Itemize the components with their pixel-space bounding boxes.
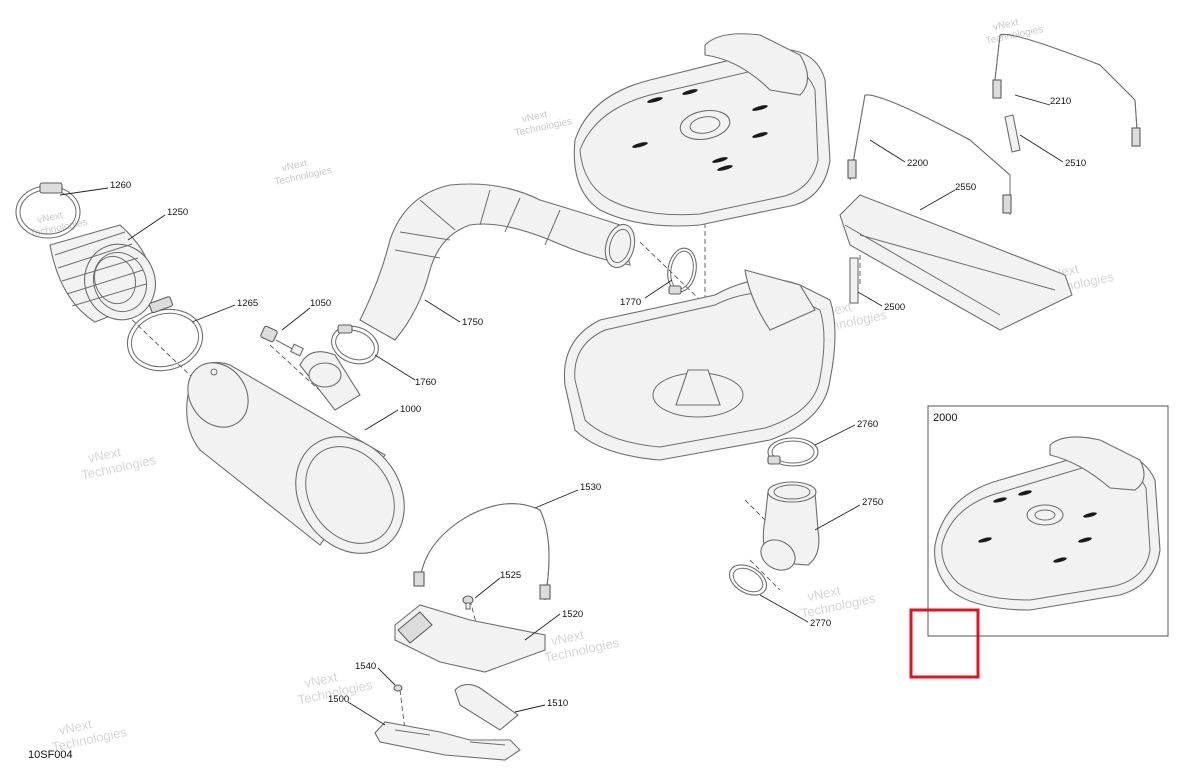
lid-vent-slots — [632, 89, 768, 171]
sensor-1050[interactable] — [260, 325, 304, 357]
callout-2510[interactable]: 2510 — [1065, 158, 1086, 169]
elbow-2750[interactable] — [755, 481, 820, 576]
inset-vent-slots — [978, 490, 1097, 563]
callout-1530[interactable]: 1530 — [580, 482, 601, 493]
exhaust-pipe-1750[interactable] — [359, 183, 639, 341]
callout-1525[interactable]: 1525 — [500, 570, 521, 581]
heat-shield-2550[interactable] — [839, 194, 1073, 331]
watermark-3: vNext — [521, 109, 549, 125]
watermark-13: vNext — [806, 583, 842, 605]
callout-1520[interactable]: 1520 — [562, 609, 583, 620]
clamp-1260[interactable] — [15, 182, 81, 239]
screw-1540[interactable] — [393, 684, 403, 692]
bracket-1510[interactable] — [454, 683, 519, 731]
watermark-5: vNext — [992, 17, 1020, 33]
callouts: 1260 1250 1265 1050 1750 1760 1000 1770 … — [110, 96, 1086, 709]
airbox-lid[interactable] — [573, 33, 831, 227]
strap-2200[interactable] — [847, 94, 1012, 215]
hanger-strap-1530[interactable] — [413, 503, 551, 601]
inset-label-2000: 2000 — [933, 412, 957, 424]
callout-1260[interactable]: 1260 — [110, 180, 131, 191]
watermark-12: vNext — [550, 627, 586, 649]
watermark-10: vNext — [57, 716, 93, 738]
clamp-2760[interactable] — [767, 437, 819, 467]
callout-2210[interactable]: 2210 — [1050, 96, 1071, 107]
clamp-1760[interactable] — [326, 320, 383, 370]
highlight-box — [909, 608, 980, 679]
leader-lines — [59, 94, 1064, 726]
callout-1770[interactable]: 1770 — [620, 297, 641, 308]
callout-2760[interactable]: 2760 — [857, 419, 878, 430]
watermark-2: vNext — [281, 158, 309, 174]
callout-1050[interactable]: 1050 — [310, 298, 331, 309]
callout-1000[interactable]: 1000 — [400, 404, 421, 415]
clamp-1265[interactable] — [121, 296, 210, 379]
plate-1500[interactable] — [374, 721, 521, 761]
muffler-1000[interactable] — [176, 351, 427, 574]
callout-2200[interactable]: 2200 — [907, 158, 928, 169]
callout-2770[interactable]: 2770 — [810, 618, 831, 629]
screw-1525[interactable] — [462, 595, 474, 610]
watermark-11: vNext — [303, 669, 339, 691]
callout-1750[interactable]: 1750 — [462, 317, 483, 328]
callout-1540[interactable]: 1540 — [355, 661, 376, 672]
bracket-1520[interactable] — [394, 604, 546, 673]
callout-1500[interactable]: 1500 — [328, 694, 349, 705]
callout-1760[interactable]: 1760 — [415, 377, 436, 388]
bracket-2510[interactable] — [1004, 114, 1021, 153]
watermark-6: vNext — [86, 444, 122, 466]
callout-1250[interactable]: 1250 — [167, 207, 188, 218]
callout-2500[interactable]: 2500 — [884, 302, 905, 313]
callout-1265[interactable]: 1265 — [237, 298, 258, 309]
clamp-1770[interactable] — [664, 246, 699, 295]
bracket-2500[interactable] — [849, 257, 859, 304]
strap-2210[interactable] — [992, 33, 1141, 147]
boot-1250[interactable] — [49, 224, 166, 330]
watermark-1: vNext — [36, 210, 64, 226]
drawing-code: 10SF004 — [28, 749, 73, 761]
callout-2750[interactable]: 2750 — [862, 497, 883, 508]
callout-1510[interactable]: 1510 — [547, 698, 568, 709]
inset-airbox-assembly[interactable]: 2000 — [927, 405, 1169, 637]
airbox-base[interactable] — [563, 269, 836, 461]
clamp-2770[interactable] — [724, 559, 772, 602]
callout-2550[interactable]: 2550 — [955, 182, 976, 193]
